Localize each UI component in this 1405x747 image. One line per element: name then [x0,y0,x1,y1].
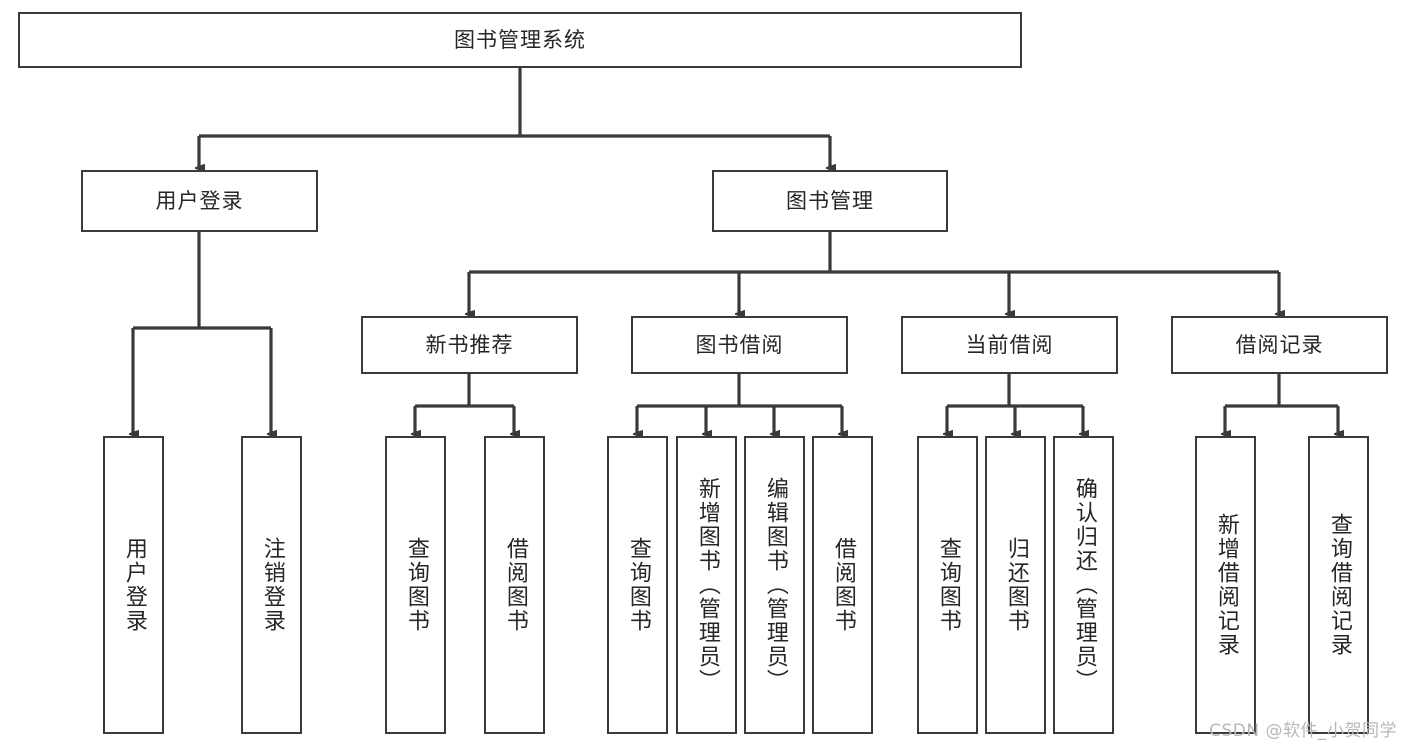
node-leaf-borrow-book-1[interactable]: 借阅图书 [484,436,545,734]
node-leaf-confirm-return[interactable]: 确认归还（管理员） [1053,436,1114,734]
node-leaf-add-book[interactable]: 新增图书（管理员） [676,436,737,734]
node-root[interactable]: 图书管理系统 [18,12,1022,68]
node-user-login[interactable]: 用户登录 [81,170,318,232]
node-leaf-add-book-label: 新增图书（管理员） [694,477,720,693]
node-leaf-add-record-label: 新增借阅记录 [1213,513,1239,657]
node-root-label: 图书管理系统 [454,27,586,52]
node-leaf-edit-book-label: 编辑图书（管理员） [762,477,788,693]
node-book-manage-label: 图书管理 [786,188,874,213]
node-borrow-record-label: 借阅记录 [1235,332,1324,357]
node-leaf-return-book-label: 归还图书 [1003,537,1029,633]
node-leaf-query-record-label: 查询借阅记录 [1326,513,1352,657]
node-book-borrow[interactable]: 图书借阅 [631,316,848,374]
node-new-book-rec[interactable]: 新书推荐 [361,316,578,374]
node-leaf-query-book-3-label: 查询图书 [935,537,961,633]
node-leaf-logout[interactable]: 注销登录 [241,436,302,734]
node-book-borrow-label: 图书借阅 [695,332,784,357]
node-leaf-query-book-1[interactable]: 查询图书 [385,436,446,734]
node-borrow-record[interactable]: 借阅记录 [1171,316,1388,374]
node-leaf-query-book-2-label: 查询图书 [625,537,651,633]
node-book-manage[interactable]: 图书管理 [712,170,948,232]
node-leaf-logout-label: 注销登录 [259,537,285,633]
node-user-login-label: 用户登录 [155,188,244,213]
node-leaf-confirm-return-label: 确认归还（管理员） [1071,477,1097,693]
node-leaf-edit-book[interactable]: 编辑图书（管理员） [744,436,805,734]
node-leaf-query-book-1-label: 查询图书 [403,537,429,633]
node-leaf-add-record[interactable]: 新增借阅记录 [1195,436,1256,734]
watermark-text: CSDN @软件_小贺同学 [1209,721,1397,741]
node-leaf-borrow-book-2[interactable]: 借阅图书 [812,436,873,734]
node-leaf-return-book[interactable]: 归还图书 [985,436,1046,734]
node-leaf-user-login-label: 用户登录 [121,537,147,633]
node-leaf-query-book-2[interactable]: 查询图书 [607,436,668,734]
node-current-borrow-label: 当前借阅 [965,332,1054,357]
node-leaf-borrow-book-2-label: 借阅图书 [830,537,856,633]
node-leaf-borrow-book-1-label: 借阅图书 [502,537,528,633]
node-leaf-query-record[interactable]: 查询借阅记录 [1308,436,1369,734]
node-leaf-query-book-3[interactable]: 查询图书 [917,436,978,734]
node-leaf-user-login[interactable]: 用户登录 [103,436,164,734]
node-current-borrow[interactable]: 当前借阅 [901,316,1118,374]
node-new-book-rec-label: 新书推荐 [425,332,514,357]
